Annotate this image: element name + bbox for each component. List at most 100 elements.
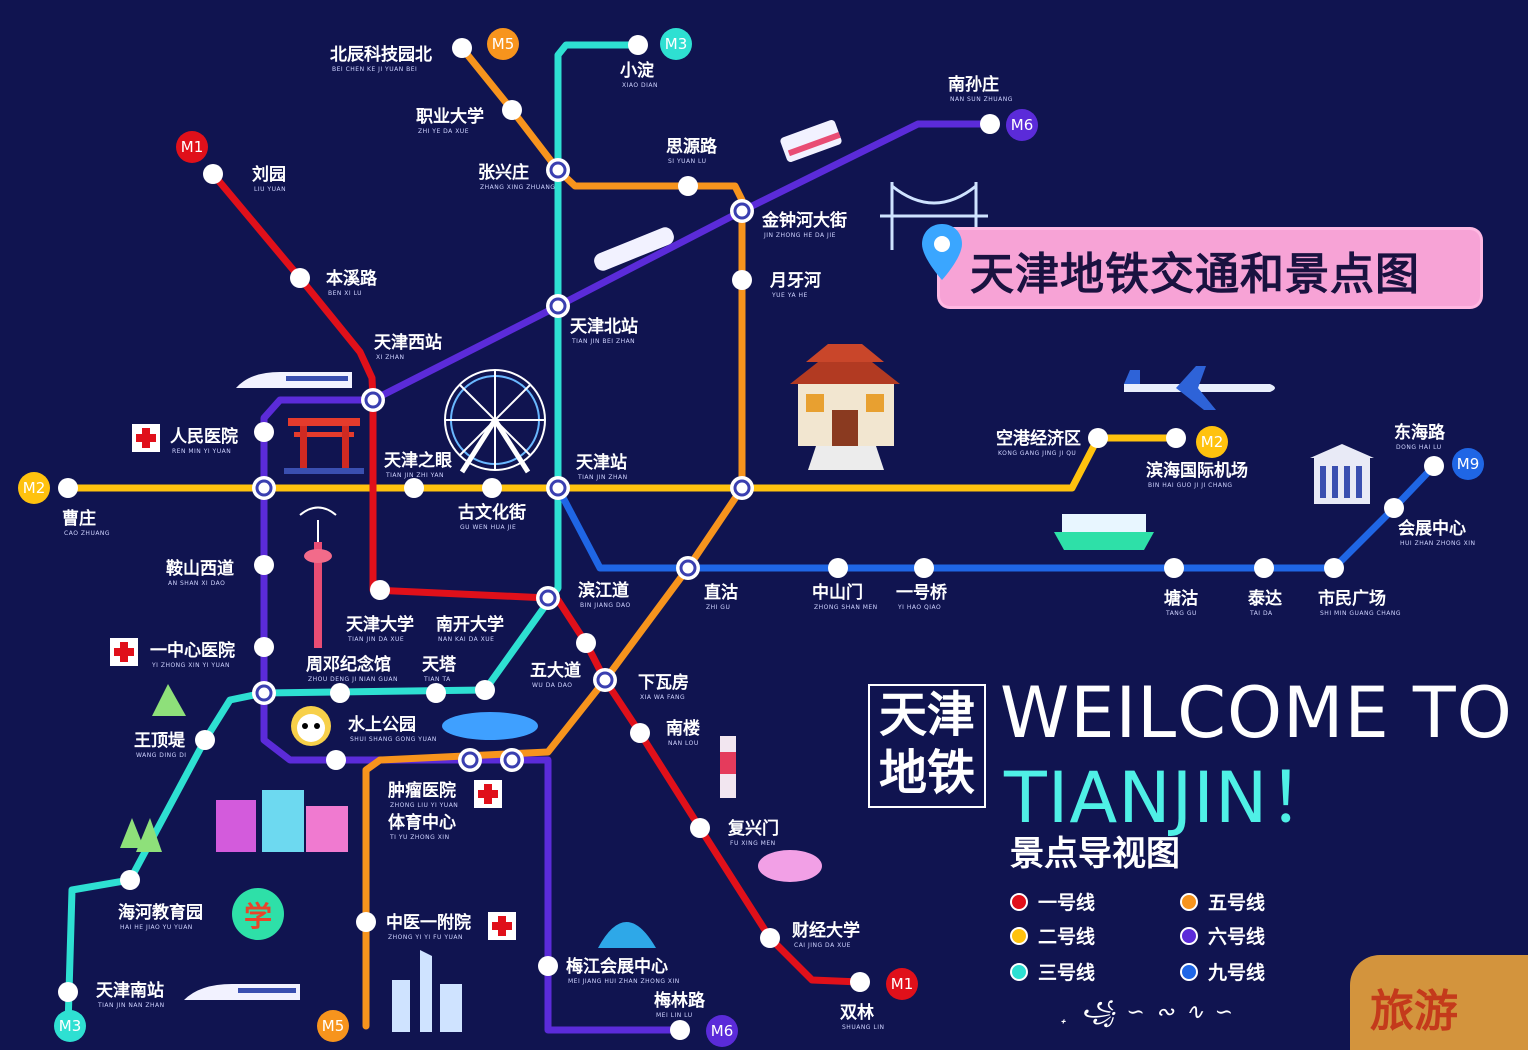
station-dot[interactable] <box>1424 456 1444 476</box>
station-dot[interactable] <box>254 422 274 442</box>
station-dot[interactable] <box>1166 428 1186 448</box>
station-dot[interactable] <box>1384 498 1404 518</box>
station-dot[interactable] <box>290 268 310 288</box>
station-dot[interactable] <box>404 478 424 498</box>
station-dot[interactable] <box>195 730 215 750</box>
line-badge[interactable]: M6 <box>706 1015 738 1047</box>
station-dot[interactable] <box>1254 558 1274 578</box>
station-dot[interactable] <box>850 972 870 992</box>
station-dot[interactable] <box>1324 558 1344 578</box>
station-dot[interactable] <box>120 870 140 890</box>
station-dot[interactable] <box>678 176 698 196</box>
line-badge[interactable]: M5 <box>317 1010 349 1042</box>
station-dot[interactable] <box>58 982 78 1002</box>
station-name: 本溪路 <box>326 268 378 289</box>
station-dot[interactable] <box>482 478 502 498</box>
station-dot[interactable] <box>690 818 710 838</box>
station-dot[interactable] <box>630 723 650 743</box>
line-badge[interactable]: M1 <box>886 968 918 1000</box>
line-badge[interactable]: M2 <box>1196 426 1228 458</box>
station-dot[interactable] <box>914 558 934 578</box>
line-badge[interactable]: M6 <box>1006 109 1038 141</box>
station-dot[interactable] <box>980 114 1000 134</box>
station-dot[interactable] <box>1164 558 1184 578</box>
station-dot[interactable] <box>203 164 223 184</box>
station-dot[interactable] <box>670 1020 690 1040</box>
station-dot[interactable] <box>254 637 274 657</box>
line-badge[interactable]: M2 <box>18 472 50 504</box>
line-badge[interactable]: M3 <box>660 28 692 60</box>
station-dot[interactable] <box>828 558 848 578</box>
station-dot[interactable] <box>58 478 78 498</box>
station-dot[interactable] <box>502 100 522 120</box>
line-badge[interactable]: M5 <box>487 28 519 60</box>
station-dot[interactable] <box>1088 428 1108 448</box>
station-dot[interactable] <box>475 680 495 700</box>
station-dot[interactable] <box>538 956 558 976</box>
station-dot[interactable] <box>330 683 350 703</box>
station-dot[interactable] <box>452 38 472 58</box>
station-dot[interactable] <box>628 35 648 55</box>
station-dot[interactable] <box>426 683 446 703</box>
station-dot[interactable] <box>576 633 596 653</box>
station-dot[interactable] <box>370 580 390 600</box>
station-dot[interactable] <box>356 912 376 932</box>
station-dot[interactable] <box>326 750 346 770</box>
station-dot[interactable] <box>254 555 274 575</box>
line-badge[interactable]: M9 <box>1452 448 1484 480</box>
line-badge[interactable]: M3 <box>54 1010 86 1042</box>
station-dot[interactable] <box>732 270 752 290</box>
station-dot[interactable] <box>760 928 780 948</box>
line-badge[interactable]: M1 <box>176 131 208 163</box>
